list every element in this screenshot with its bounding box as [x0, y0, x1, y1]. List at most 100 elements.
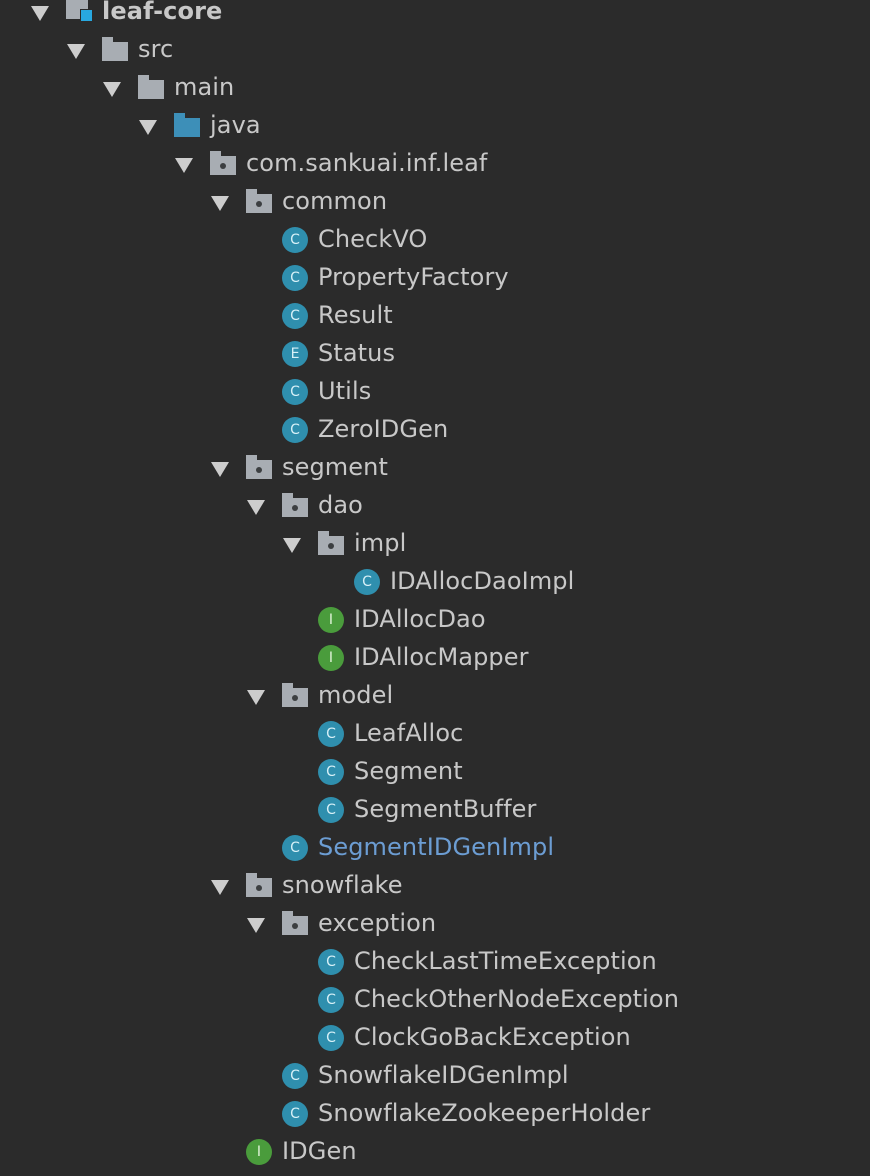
expand-arrow-icon[interactable]	[211, 880, 229, 895]
package-icon	[318, 531, 344, 557]
tree-node-leafalloc[interactable]: C LeafAlloc	[0, 715, 870, 753]
tree-node-label: SnowflakeIDGenImpl	[318, 1061, 569, 1089]
tree-node-main[interactable]: main	[0, 69, 870, 107]
tree-node-label: PropertyFactory	[318, 263, 509, 291]
tree-node-label: java	[210, 111, 261, 139]
tree-node-result[interactable]: C Result	[0, 297, 870, 335]
tree-node-label: LeafAlloc	[354, 719, 464, 747]
tree-node-label: SegmentBuffer	[354, 795, 537, 823]
tree-node-label: ClockGoBackException	[354, 1023, 631, 1051]
expand-arrow-icon[interactable]	[139, 120, 157, 135]
tree-node-label: common	[282, 187, 388, 215]
class-icon: C	[318, 797, 344, 823]
tree-node-com-sankuai-inf-leaf[interactable]: com.sankuai.inf.leaf	[0, 145, 870, 183]
tree-node-label: impl	[354, 529, 407, 557]
tree-node-common[interactable]: common	[0, 183, 870, 221]
tree-node-label: CheckOtherNodeException	[354, 985, 680, 1013]
package-icon	[282, 911, 308, 937]
tree-node-label: CheckLastTimeException	[354, 947, 657, 975]
tree-node-checklasttimeexception[interactable]: C CheckLastTimeException	[0, 943, 870, 981]
tree-node-clockgobackexception[interactable]: C ClockGoBackException	[0, 1019, 870, 1057]
tree-node-snowflakezookeeperholder[interactable]: C SnowflakeZookeeperHolder	[0, 1095, 870, 1133]
expand-arrow-icon[interactable]	[211, 462, 229, 477]
tree-node-idallocmapper[interactable]: I IDAllocMapper	[0, 639, 870, 677]
tree-node-label: Result	[318, 301, 393, 329]
class-icon: C	[282, 417, 308, 443]
tree-node-label: IDAllocDaoImpl	[390, 567, 575, 595]
package-icon	[246, 455, 272, 481]
package-icon	[246, 189, 272, 215]
tree-node-label: Status	[318, 339, 396, 367]
folder-icon	[102, 37, 128, 63]
tree-node-zeroidgen[interactable]: C ZeroIDGen	[0, 411, 870, 449]
class-icon: C	[318, 721, 344, 747]
folder-icon	[174, 113, 200, 139]
tree-node-segment[interactable]: segment	[0, 449, 870, 487]
package-icon	[282, 683, 308, 709]
tree-node-label: main	[174, 73, 235, 101]
tree-node-label: Segment	[354, 757, 463, 785]
package-icon	[210, 151, 236, 177]
tree-node-status[interactable]: E Status	[0, 335, 870, 373]
package-icon	[282, 493, 308, 519]
tree-node-leaf-core[interactable]: leaf-core	[0, 0, 870, 31]
tree-node-segmentidgenimpl[interactable]: C SegmentIDGenImpl	[0, 829, 870, 867]
tree-node-label: src	[138, 35, 174, 63]
class-icon: C	[318, 949, 344, 975]
class-icon: C	[318, 987, 344, 1013]
tree-node-label: ZeroIDGen	[318, 415, 449, 443]
tree-node-impl[interactable]: impl	[0, 525, 870, 563]
tree-node-label: IDAllocMapper	[354, 643, 529, 671]
tree-node-dao[interactable]: dao	[0, 487, 870, 525]
tree-node-checkothernodeexception[interactable]: C CheckOtherNodeException	[0, 981, 870, 1019]
tree-node-label: model	[318, 681, 394, 709]
class-icon: C	[282, 1101, 308, 1127]
class-icon: C	[282, 303, 308, 329]
interface-icon: I	[318, 607, 344, 633]
expand-arrow-icon[interactable]	[67, 44, 85, 59]
expand-arrow-icon[interactable]	[283, 538, 301, 553]
class-icon: C	[354, 569, 380, 595]
tree-node-label: exception	[318, 909, 437, 937]
tree-node-exception[interactable]: exception	[0, 905, 870, 943]
tree-node-idallocdaoimpl[interactable]: C IDAllocDaoImpl	[0, 563, 870, 601]
tree-node-label: IDGen	[282, 1137, 357, 1165]
interface-icon: I	[318, 645, 344, 671]
tree-node-label: CheckVO	[318, 225, 428, 253]
expand-arrow-icon[interactable]	[175, 158, 193, 173]
expand-arrow-icon[interactable]	[247, 690, 265, 705]
module-icon	[66, 0, 93, 22]
tree-node-segment[interactable]: C Segment	[0, 753, 870, 791]
expand-arrow-icon[interactable]	[31, 6, 49, 21]
tree-node-src[interactable]: src	[0, 31, 870, 69]
tree-node-label: leaf-core	[102, 0, 223, 25]
enum-icon: E	[282, 341, 308, 367]
tree-node-label: SegmentIDGenImpl	[318, 833, 555, 861]
tree-node-label: SnowflakeZookeeperHolder	[318, 1099, 651, 1127]
class-icon: C	[318, 1025, 344, 1051]
tree-node-model[interactable]: model	[0, 677, 870, 715]
interface-icon: I	[246, 1139, 272, 1165]
folder-icon	[138, 75, 164, 101]
expand-arrow-icon[interactable]	[103, 82, 121, 97]
tree-node-segmentbuffer[interactable]: C SegmentBuffer	[0, 791, 870, 829]
class-icon: C	[282, 379, 308, 405]
class-icon: C	[318, 759, 344, 785]
package-icon	[246, 873, 272, 899]
expand-arrow-icon[interactable]	[247, 500, 265, 515]
expand-arrow-icon[interactable]	[211, 196, 229, 211]
class-icon: C	[282, 835, 308, 861]
tree-node-java[interactable]: java	[0, 107, 870, 145]
tree-node-idgen[interactable]: I IDGen	[0, 1133, 870, 1171]
tree-node-label: dao	[318, 491, 363, 519]
expand-arrow-icon[interactable]	[247, 918, 265, 933]
tree-node-label: IDAllocDao	[354, 605, 486, 633]
tree-node-snowflake[interactable]: snowflake	[0, 867, 870, 905]
tree-node-idallocdao[interactable]: I IDAllocDao	[0, 601, 870, 639]
tree-node-label: segment	[282, 453, 388, 481]
